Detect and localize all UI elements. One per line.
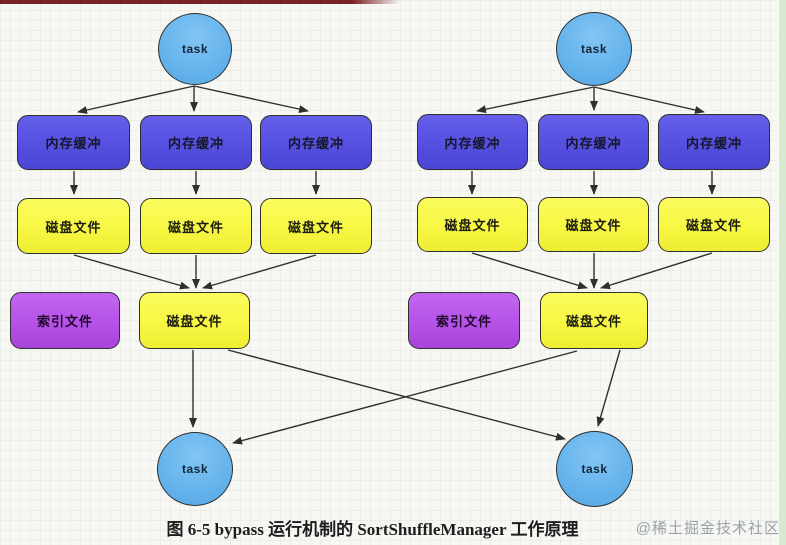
disk-file-label: 磁盘文件 [565, 218, 622, 233]
flow-arrow [596, 349, 621, 427]
flow-arrow [476, 86, 595, 114]
disk-file-label: 磁盘文件 [444, 218, 501, 233]
task-source-node: task [556, 12, 632, 86]
task-label: task [580, 42, 608, 56]
task-label: task [181, 42, 209, 56]
top-edge-strip [0, 0, 400, 4]
disk-file-node: 磁盘文件 [658, 197, 770, 252]
flow-arrow [232, 350, 578, 445]
memory-buffer-node: 内存缓冲 [658, 114, 770, 170]
index-file-node: 索引文件 [10, 292, 120, 349]
disk-file-label: 磁盘文件 [565, 314, 622, 329]
task-reduce-node: task [157, 432, 233, 506]
memory-buffer-node: 内存缓冲 [17, 115, 130, 170]
memory-buffer-label: 内存缓冲 [685, 135, 742, 151]
task-label: task [581, 462, 608, 476]
memory-buffer-node: 内存缓冲 [260, 115, 372, 170]
flow-arrow [227, 349, 566, 441]
merged-disk-file-node: 磁盘文件 [139, 292, 250, 349]
disk-file-node: 磁盘文件 [140, 198, 252, 254]
flow-arrow [593, 86, 705, 114]
memory-buffer-node: 内存缓冲 [140, 115, 252, 170]
memory-buffer-node: 内存缓冲 [417, 114, 528, 170]
task-source-node: task [158, 13, 232, 85]
flow-arrow [77, 85, 195, 114]
index-file-node: 索引文件 [408, 292, 520, 349]
task-reduce-node: task [556, 431, 633, 507]
merged-disk-file-node: 磁盘文件 [540, 292, 648, 349]
task-label: task [181, 462, 209, 476]
watermark-text: @稀土掘金技术社区 [635, 520, 780, 537]
flow-arrow [471, 252, 588, 290]
disk-file-node: 磁盘文件 [17, 198, 130, 254]
disk-file-node: 磁盘文件 [538, 197, 649, 252]
memory-buffer-label: 内存缓冲 [45, 136, 102, 151]
index-file-label: 索引文件 [435, 314, 492, 329]
memory-buffer-label: 内存缓冲 [167, 136, 224, 151]
flow-arrow [193, 85, 309, 113]
disk-file-node: 磁盘文件 [417, 197, 528, 252]
disk-file-label: 磁盘文件 [287, 219, 344, 235]
flow-arrow [600, 252, 713, 290]
disk-file-label: 磁盘文件 [167, 219, 224, 235]
memory-buffer-label: 内存缓冲 [565, 135, 622, 151]
memory-buffer-node: 内存缓冲 [538, 114, 649, 170]
figure-caption: 图 6-5 bypass 运行机制的 SortShuffleManager 工作… [166, 520, 579, 539]
disk-file-label: 磁盘文件 [45, 219, 102, 235]
memory-buffer-label: 内存缓冲 [287, 136, 344, 151]
disk-file-label: 磁盘文件 [685, 218, 742, 233]
memory-buffer-label: 内存缓冲 [444, 135, 501, 151]
index-file-label: 索引文件 [36, 314, 93, 329]
disk-file-label: 磁盘文件 [166, 314, 223, 329]
right-edge-strip [779, 0, 786, 545]
flow-arrow [202, 254, 317, 290]
flow-arrow [73, 254, 190, 290]
disk-file-node: 磁盘文件 [260, 198, 372, 254]
